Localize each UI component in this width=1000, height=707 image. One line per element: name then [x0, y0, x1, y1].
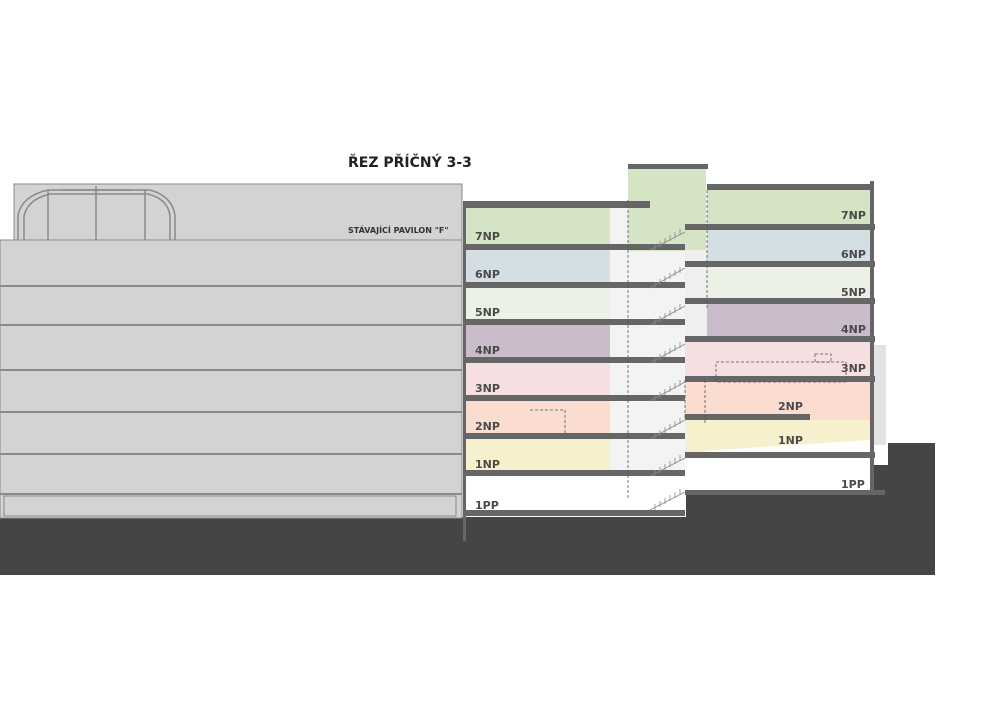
left-label-3np: 3NP: [475, 382, 500, 395]
floor-slabs: [463, 164, 885, 541]
left-label-2np: 2NP: [475, 420, 500, 433]
ground-mass: [0, 517, 935, 575]
terrain-right: [686, 443, 935, 517]
right-label-3np: 3NP: [841, 362, 866, 375]
left-label-5np: 5NP: [475, 306, 500, 319]
right-label-5np: 5NP: [841, 286, 866, 299]
right-label-2np: 2NP: [778, 400, 803, 413]
left-label-4np: 4NP: [475, 344, 500, 357]
left-label-6np: 6NP: [475, 268, 500, 281]
left-label-7np: 7NP: [475, 230, 500, 243]
right-wing-floors: [685, 190, 886, 452]
right-label-1pp: 1PP: [841, 478, 865, 491]
right-label-1np: 1NP: [778, 434, 803, 447]
roof-vault: [17, 186, 176, 240]
right-label-7np: 7NP: [841, 209, 866, 222]
existing-pavilion-f: [0, 183, 463, 519]
stair-flights: [649, 229, 686, 511]
right-label-4np: 4NP: [841, 323, 866, 336]
existing-building-label: STÁVAJÍCÍ PAVILON "F": [348, 224, 449, 235]
left-wing-floors: [463, 208, 610, 472]
drawing-title: ŘEZ PŘÍČNÝ 3-3: [348, 153, 472, 171]
left-label-1np: 1NP: [475, 458, 500, 471]
left-label-1pp: 1PP: [475, 499, 499, 512]
right-label-6np: 6NP: [841, 248, 866, 261]
hidden-lines: [530, 190, 847, 500]
